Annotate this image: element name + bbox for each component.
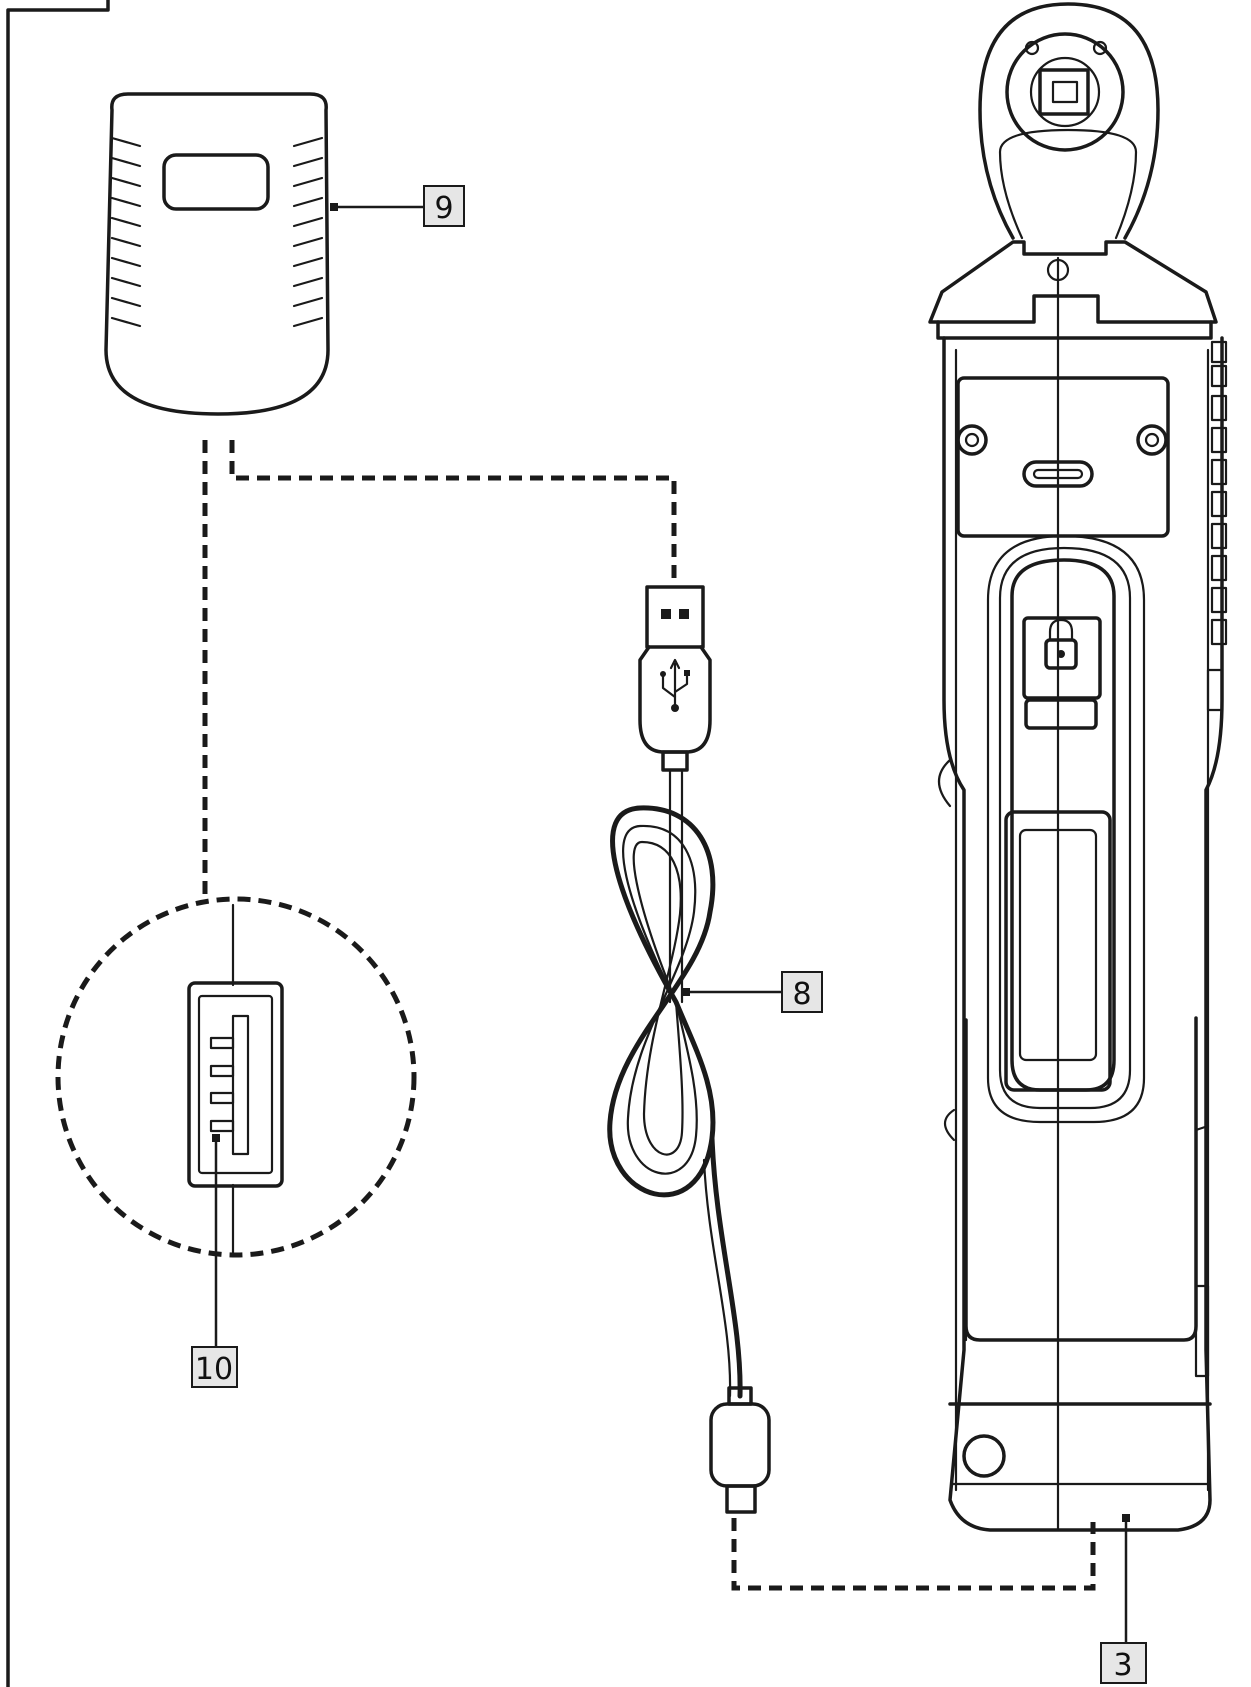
battery-section — [948, 1016, 1212, 1486]
usb-port-detail — [55, 896, 417, 1258]
callout-3: 3 — [1100, 1514, 1147, 1684]
usb-cable — [607, 585, 771, 1514]
callout-9: 9 — [330, 185, 465, 227]
usb-c-connector — [709, 1386, 771, 1514]
callout-3-label: 3 — [1113, 1648, 1132, 1683]
callout-10: 10 — [191, 1134, 238, 1388]
power-adapter — [104, 92, 330, 416]
callout-9-label: 9 — [434, 191, 453, 226]
dashed-link-adapter-to-cable — [229, 440, 677, 582]
callout-10-label: 10 — [195, 1352, 233, 1387]
adapter-vents-right — [292, 136, 324, 328]
trigger-switch — [986, 534, 1146, 1124]
frame — [6, 0, 110, 1687]
ratchet-wrench — [928, 2, 1228, 1532]
usb-a-connector — [638, 585, 712, 772]
side-markings — [1206, 340, 1228, 712]
usb-symbol-icon — [660, 658, 690, 712]
control-panel — [956, 376, 1170, 538]
adapter-vents-left — [110, 136, 142, 328]
lock-icon — [1044, 618, 1078, 670]
callout-8-label: 8 — [792, 977, 811, 1012]
callout-8: 8 — [682, 971, 823, 1013]
dashed-link-cable-to-wrench — [731, 1518, 1096, 1591]
